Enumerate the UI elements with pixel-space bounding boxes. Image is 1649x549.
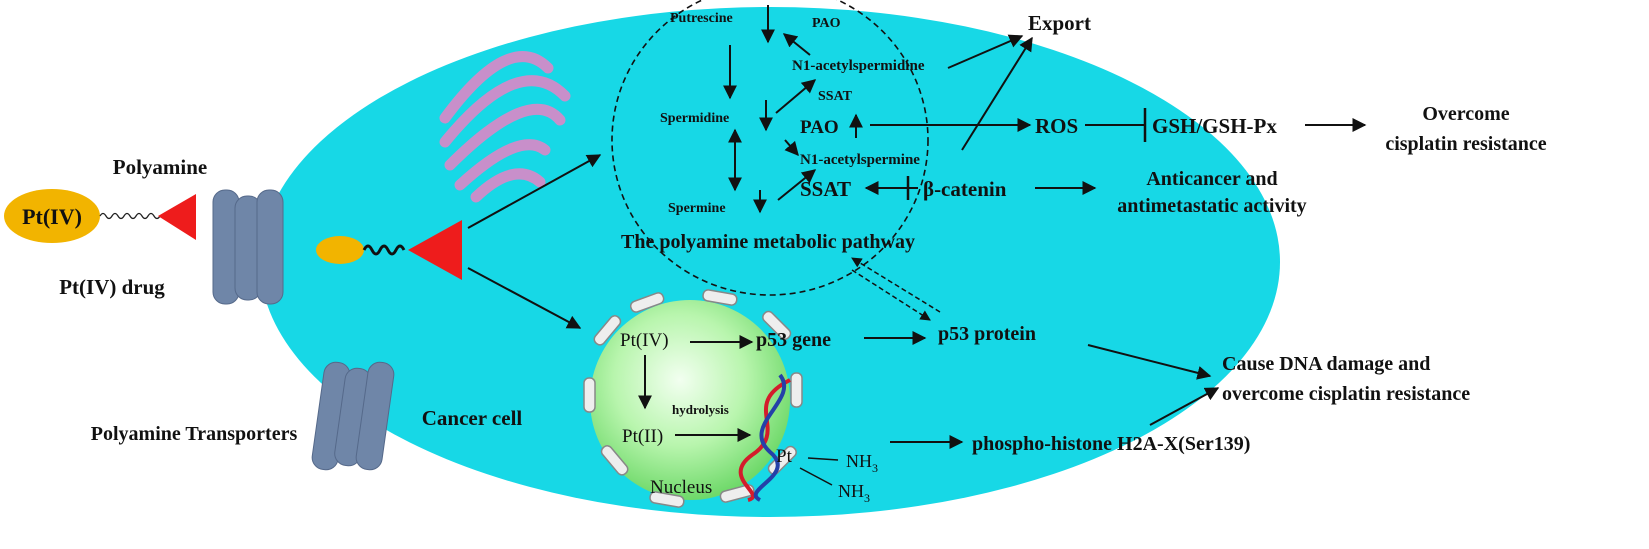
pt4-drug-outside: Pt(IV) [4,189,196,243]
p53-protein-label: p53 protein [938,323,1036,345]
gsh-label: GSH/GSH-Px [1152,114,1277,138]
histone-label: phospho-histone H2A-X(Ser139) [972,433,1250,455]
dna-helix-icon [738,373,791,502]
pt4-drug-inside [316,220,462,280]
spermidine-label: Spermidine [660,111,729,126]
nuclear-pores [583,289,803,508]
dna-damage-label-2: overcome cisplatin resistance [1222,383,1470,405]
export-label: Export [1028,11,1091,35]
ssat-top-label: SSAT [818,89,853,104]
ros-label: ROS [1035,114,1078,138]
pathway-title: The polyamine metabolic pathway [621,231,915,253]
n1-acetylspermidine-label: N1-acetylspermidine [792,58,925,74]
dna-damage-label-1: Cause DNA damage and [1222,353,1430,375]
anticancer-label-1: Anticancer and [1146,168,1277,190]
overcome-label-1: Overcome [1422,103,1509,125]
drug-to-pathway-arrow [467,154,602,229]
nucleus-pt2-label: Pt(II) [622,426,663,447]
putrescine-label: Putrescine [670,11,733,26]
pt-nh3-bond-2 [799,467,833,486]
export-arrow-2 [961,36,1033,151]
drug-to-nucleus-arrow [467,267,582,329]
ssat-mid-label: SSAT [800,177,851,201]
beta-catenin-label: β-catenin [923,177,1007,201]
transporters-label: Polyamine Transporters [91,423,298,445]
cancer-cell-label: Cancer cell [422,406,523,430]
histone-to-dna-damage-arrow [1149,387,1220,426]
spermine-label: Spermine [668,201,726,216]
overcome-label-2: cisplatin resistance [1385,133,1546,155]
pao-top-label: PAO [812,16,841,31]
p53-to-pathway-dashed [851,257,941,313]
polyamine-label: Polyamine [113,155,208,179]
pt-bound-label: Pt [776,446,793,467]
p53-to-dna-damage-arrow [1087,344,1212,380]
pathway-arrows [723,5,863,214]
nh3-label-b: NH3 [838,481,870,505]
golgi-icon [439,51,571,203]
export-arrow [947,34,1024,69]
pathway-circle [611,0,929,296]
transporter-bottom-icon [311,361,395,471]
p53-gene-label: p53 gene [756,329,831,351]
pao-mid-label: PAO [800,117,839,138]
nh3-label-a: NH3 [846,451,878,475]
n1-acetylspermine-label: N1-acetylspermine [800,152,920,168]
cancer-cell-body [260,7,1280,517]
nucleus-label: Nucleus [650,477,712,498]
anticancer-label-2: antimetastatic activity [1117,195,1306,217]
hydrolysis-label: hydrolysis [672,402,729,417]
pt4-drug-label: Pt(IV) drug [59,275,165,299]
nucleus-pt4-label: Pt(IV) [620,330,669,351]
transporter-top-icon [212,189,284,305]
pt-nh3-bond-1 [807,457,839,461]
svg-text:Pt(IV): Pt(IV) [22,204,82,229]
nucleus [590,300,790,500]
